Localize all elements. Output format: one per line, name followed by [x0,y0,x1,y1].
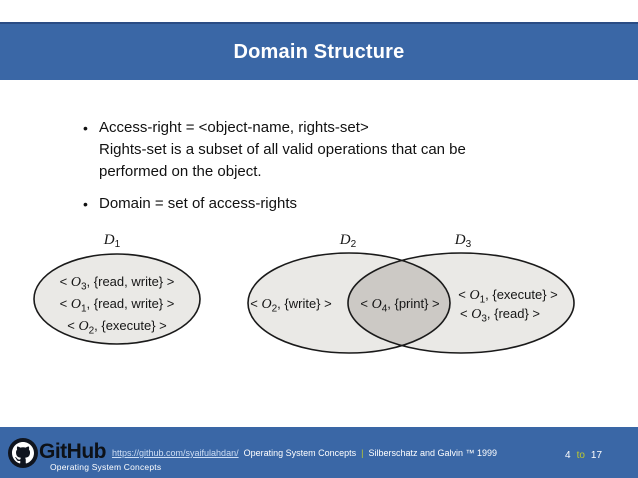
bullet-item: • Domain = set of access-rights [83,193,563,215]
footer-course-title: Operating System Concepts [243,448,357,458]
domain-d1-label: D1 [103,232,121,250]
domain-intersection-region [348,253,450,353]
title-bar: Domain Structure [0,22,638,80]
bullet-text-line: Domain = set of access-rights [99,195,297,212]
footer-separator: | [361,448,364,458]
bullet-list: • Access-right = <object-name, rights-se… [83,117,563,225]
bullet-text-line: performed on the object. [99,163,262,180]
bullet-icon: • [83,196,88,212]
access-right-entry: < O1, {read, write} > [60,296,175,315]
bullet-text: Access-right = <object-name, rights-set>… [99,117,563,183]
access-right-entry: < O2, {write} > [250,296,331,315]
github-wordmark: GitHub [39,440,106,463]
access-right-entry: < O1, {execute} > [458,287,558,306]
domain-d2-label: D2 [339,232,357,250]
page-indicator: 4 to 17 [565,450,602,461]
github-profile-link[interactable]: https://github.com/syaifulahdan/ [112,448,239,458]
domain-d3-outline [347,252,575,354]
bullet-text-line: Access-right = <object-name, rights-set> [99,119,369,136]
access-right-entry: < O4, {print} > [360,296,439,315]
footer-bar: GitHub Operating System Concepts https:/… [0,427,638,478]
page-total: 17 [590,450,603,461]
page-connector: to [576,450,585,461]
access-right-entry: < O2, {execute} > [67,318,167,337]
bullet-icon: • [83,120,88,136]
github-octocat-icon [8,438,38,468]
domain-d2-outline [247,252,451,354]
bullet-text: Domain = set of access-rights [99,193,563,215]
page-current: 4 [565,450,571,461]
domain-structure-diagram: D1 D2 D3 < O3, {read, write} > < O1, {re… [33,232,575,354]
footer-meta: https://github.com/syaifulahdan/ Operati… [112,448,497,458]
domain-d3-label: D3 [454,232,472,250]
bullet-text-line: Rights-set is a subset of all valid oper… [99,141,466,158]
bullet-item: • Access-right = <object-name, rights-se… [83,117,563,183]
footer-brand-subtitle: Operating System Concepts [50,462,162,472]
slide-title: Domain Structure [233,40,405,63]
access-right-entry: < O3, {read} > [460,306,540,325]
access-right-entry: < O3, {read, write} > [60,274,175,293]
footer-credits: Silberschatz and Galvin ™ 1999 [368,448,498,458]
domain-d1-ellipse [33,253,201,345]
